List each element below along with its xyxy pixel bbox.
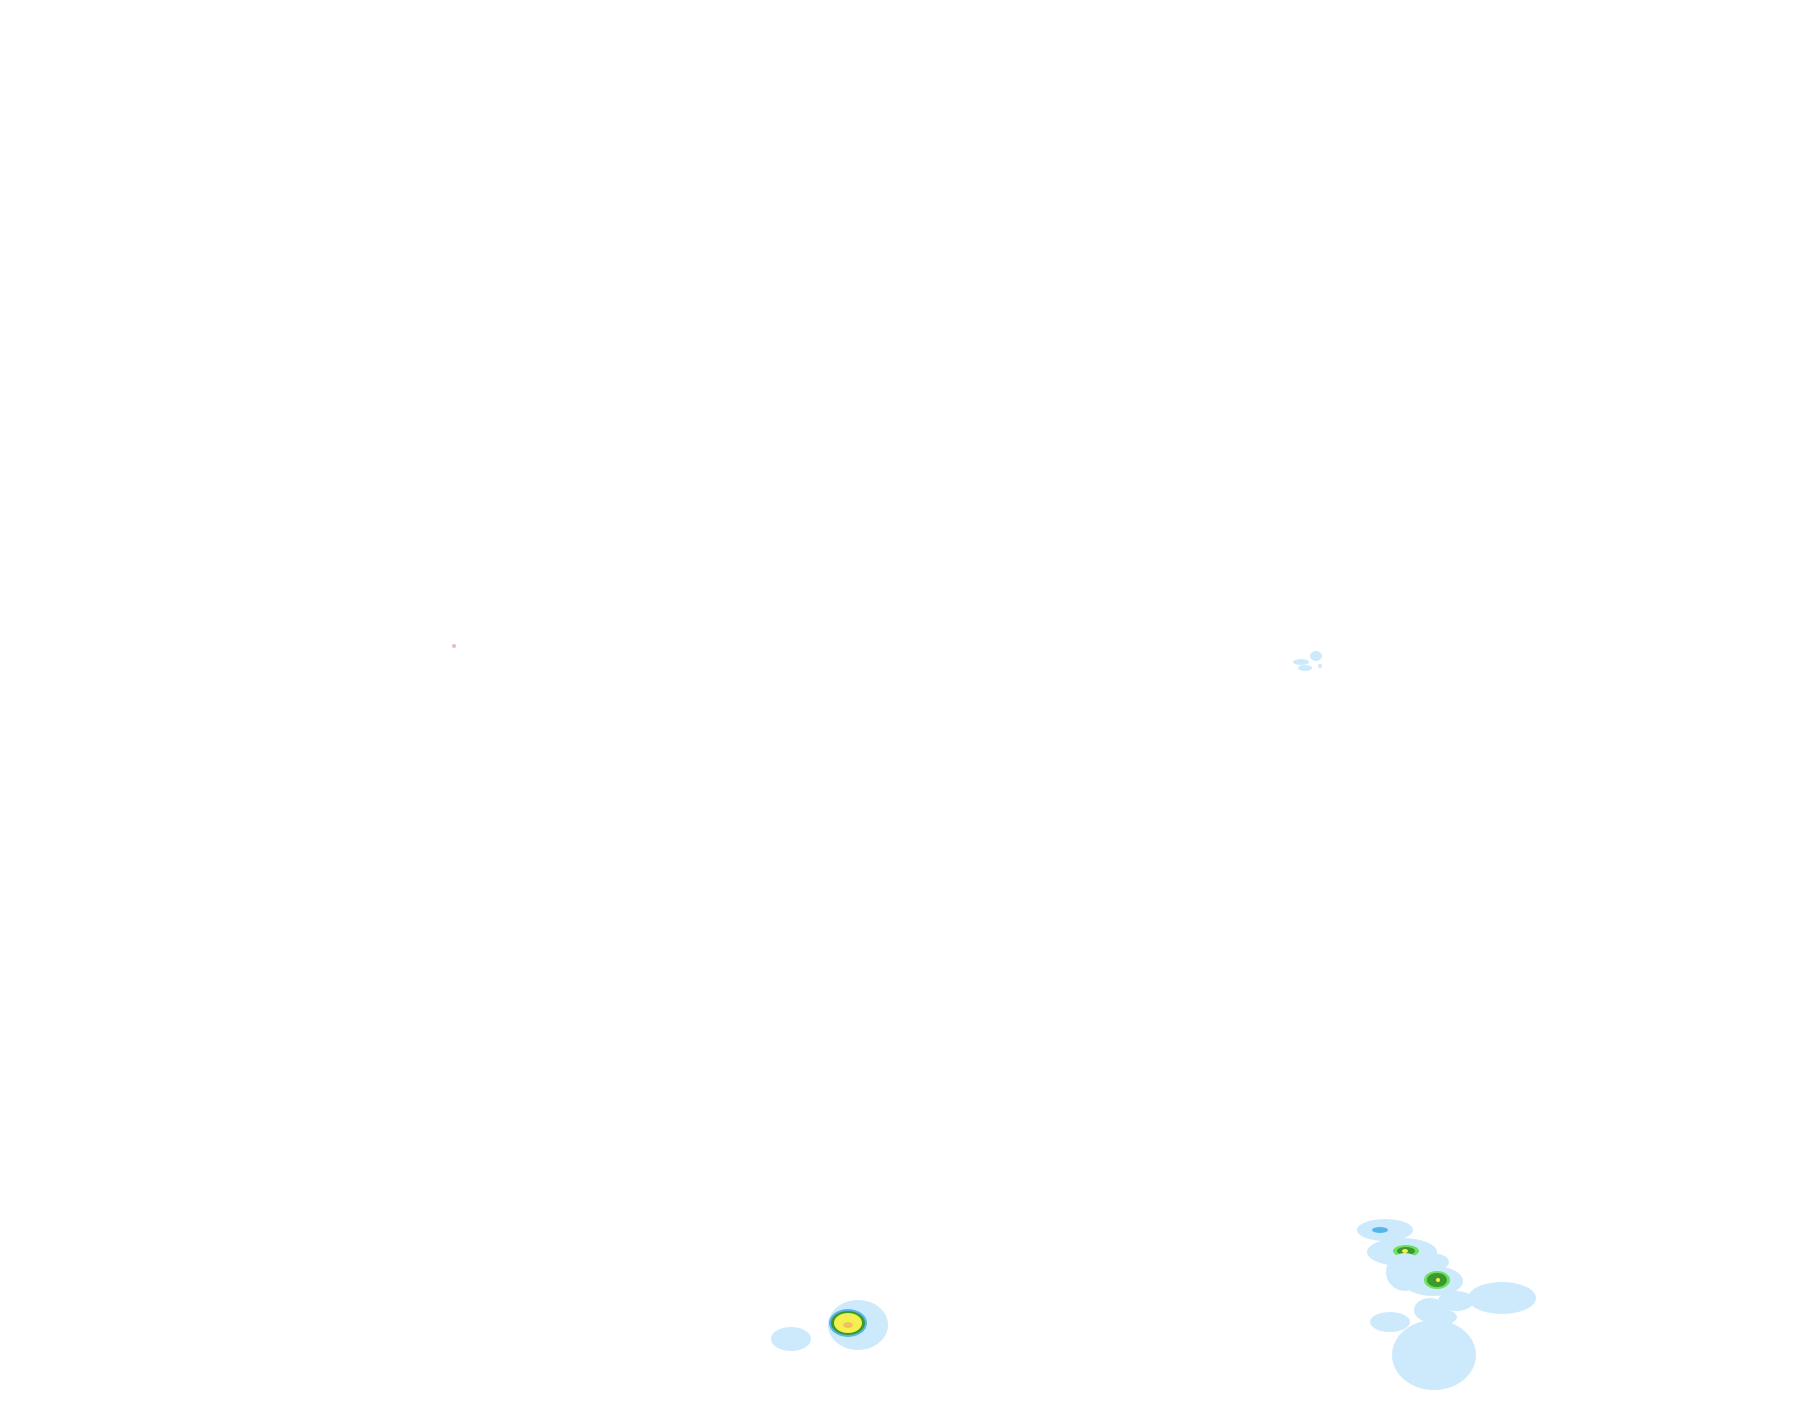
precipitation-cell-pink <box>452 644 456 648</box>
precipitation-cell-light <box>771 1327 811 1351</box>
precipitation-cell-yellow <box>1402 1249 1408 1253</box>
precipitation-cell-light-blue <box>1372 1227 1388 1233</box>
precipitation-cells <box>452 644 1536 1390</box>
precipitation-cell-light <box>1310 651 1322 661</box>
precipitation-cell-light <box>1370 1312 1410 1332</box>
precipitation-cell-light <box>1438 1291 1474 1311</box>
precipitation-cell-light <box>1318 664 1322 668</box>
precipitation-cell-yellow <box>1436 1278 1440 1282</box>
precipitation-cell-light <box>1293 659 1309 665</box>
precipitation-cell-light <box>1298 665 1312 671</box>
precipitation-cell-light <box>1468 1282 1536 1314</box>
precipitation-cell-light <box>1392 1320 1476 1390</box>
precipitation-cell-orange <box>843 1322 853 1328</box>
